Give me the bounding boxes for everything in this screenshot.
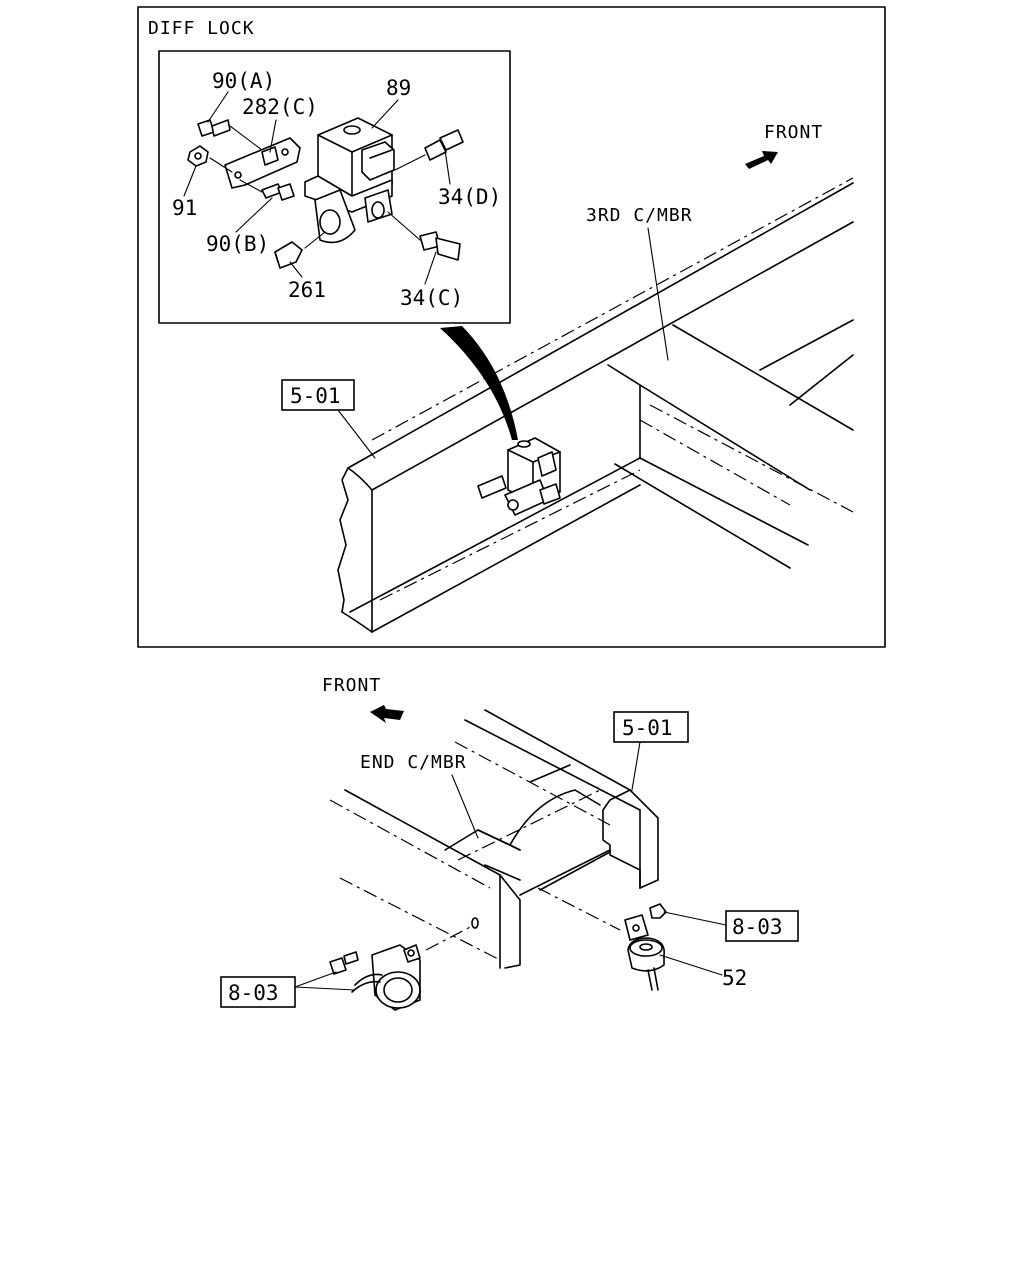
sensor-52 bbox=[624, 903, 727, 991]
callout-90a: 90(A) bbox=[212, 69, 275, 93]
sensor-left bbox=[329, 944, 421, 1011]
ref-box-8-03-right bbox=[725, 910, 799, 942]
callout-52: 52 bbox=[722, 966, 747, 990]
front-arrow-bottom-icon bbox=[370, 705, 404, 723]
bolt-90b bbox=[239, 179, 295, 201]
callout-34d: 34(D) bbox=[438, 185, 501, 209]
ref-8-03-right: 8-03 bbox=[732, 915, 783, 939]
plug-261 bbox=[274, 231, 326, 269]
callout-282c: 282(C) bbox=[242, 95, 318, 119]
solenoid-on-rail bbox=[477, 437, 561, 516]
ref-box-5-01-bottom bbox=[613, 711, 689, 743]
front-label-bottom: FRONT bbox=[322, 675, 381, 696]
frame-rail-bottom bbox=[329, 709, 659, 969]
ref-8-03-left: 8-03 bbox=[228, 981, 279, 1005]
callout-261: 261 bbox=[288, 278, 326, 302]
end-crossmember-label: END C/MBR bbox=[360, 752, 467, 773]
front-label-top: FRONT bbox=[764, 122, 823, 143]
detail-arrow bbox=[440, 326, 518, 440]
ref-box-5-01-top bbox=[281, 379, 355, 411]
callout-91: 91 bbox=[172, 196, 197, 220]
callout-89: 89 bbox=[386, 76, 411, 100]
frame-rail-top bbox=[337, 177, 854, 633]
third-crossmember-label: 3RD C/MBR bbox=[586, 205, 693, 226]
front-arrow-top-icon bbox=[745, 151, 778, 169]
diff-lock-title: DIFF LOCK bbox=[148, 18, 255, 39]
mount-hole bbox=[471, 917, 479, 929]
fitting-34d bbox=[394, 129, 464, 171]
ref-5-01-top: 5-01 bbox=[290, 384, 341, 408]
fitting-34c bbox=[387, 211, 461, 261]
detail-inset-frame bbox=[158, 50, 511, 324]
solenoid-valve-detail bbox=[304, 117, 395, 244]
callout-34c: 34(C) bbox=[400, 286, 463, 310]
diff-lock-panel-frame bbox=[137, 6, 886, 648]
callout-90b: 90(B) bbox=[206, 232, 269, 256]
ref-5-01-bottom: 5-01 bbox=[622, 716, 673, 740]
bracket-282c bbox=[224, 137, 301, 189]
ref-box-8-03-left bbox=[220, 976, 296, 1008]
nut-91 bbox=[187, 145, 233, 173]
bolt-90a bbox=[197, 119, 263, 151]
